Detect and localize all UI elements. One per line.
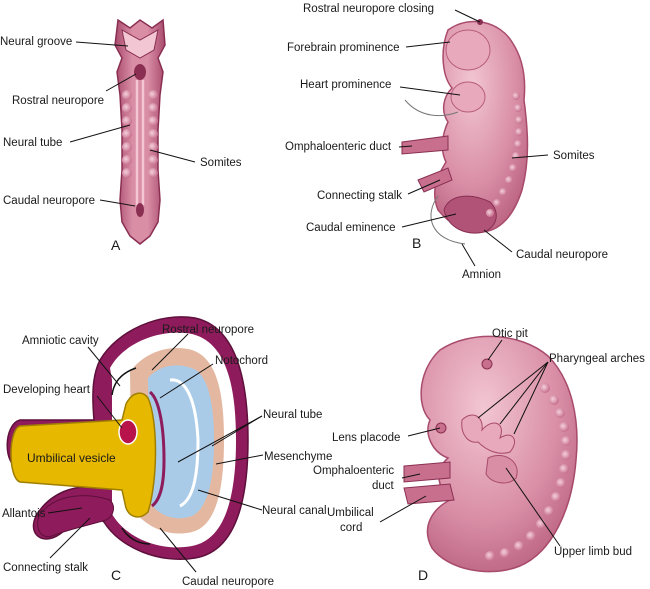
label-otic-pit: Otic pit <box>492 328 529 340</box>
label-heart-prominence: Heart prominence <box>300 79 391 91</box>
panel-b: Rostral neuropore closing Forebrain prom… <box>285 3 608 281</box>
panel-c: Amniotic cavity Rostral neuropore Notoch… <box>2 317 332 588</box>
heart-prominence-shape <box>451 82 485 112</box>
label-rostral-neuropore-a: Rostral neuropore <box>12 95 104 107</box>
leader-neural-tube-a <box>70 125 130 142</box>
label-caudal-neuropore-b: Caudal neuropore <box>516 249 608 261</box>
label-allantois: Allantois <box>2 508 46 520</box>
otic-pit-shape <box>482 359 492 369</box>
label-caudal-eminence: Caudal eminence <box>306 222 396 234</box>
label-omphaloenteric-duct-d-line1: Omphaloenteric <box>313 465 394 477</box>
label-lens-placode: Lens placode <box>332 432 400 444</box>
label-forebrain-prominence: Forebrain prominence <box>287 42 400 54</box>
label-mesenchyme: Mesenchyme <box>264 451 332 463</box>
label-omphaloenteric-duct-d-line2: duct <box>372 480 395 492</box>
leader-umbilical-cord <box>380 496 426 522</box>
label-neural-tube-c: Neural tube <box>263 409 322 421</box>
omphaloenteric-duct-shape-b <box>402 136 448 154</box>
label-neural-tube-a: Neural tube <box>3 137 62 149</box>
panel-letter-d: D <box>418 567 428 583</box>
label-amniotic-cavity: Amniotic cavity <box>22 335 99 347</box>
developing-heart-shape <box>119 420 137 444</box>
rostral-neuropore-shape <box>134 64 146 80</box>
label-connecting-stalk-b: Connecting stalk <box>317 190 402 202</box>
label-upper-limb-bud: Upper limb bud <box>554 546 632 558</box>
label-developing-heart: Developing heart <box>3 384 91 396</box>
panel-d: Otic pit Pharyngeal arches Lens placode … <box>313 328 645 583</box>
panel-letter-c: C <box>111 567 121 583</box>
label-rostral-neuropore-c: Rostral neuropore <box>162 324 254 336</box>
label-connecting-stalk-c: Connecting stalk <box>3 562 88 574</box>
label-caudal-neuropore-a: Caudal neuropore <box>3 195 95 207</box>
lens-placode-shape <box>436 423 446 433</box>
panel-letter-b: B <box>412 235 421 251</box>
label-umbilical-cord-line2: cord <box>340 522 362 534</box>
label-caudal-neuropore-c: Caudal neuropore <box>182 576 274 588</box>
label-amnion: Amnion <box>462 269 501 281</box>
label-rostral-neuropore-closing: Rostral neuropore closing <box>303 3 434 15</box>
caudal-neuropore-shape <box>136 203 144 217</box>
panel-a: Neural groove Rostral neuropore Neural t… <box>0 20 242 253</box>
label-neural-groove: Neural groove <box>0 36 72 48</box>
forebrain-shape <box>446 30 490 70</box>
label-neural-canal: Neural canal <box>262 505 327 517</box>
label-somites-a: Somites <box>200 157 242 169</box>
leader-caudal-neuropore-b <box>484 230 512 252</box>
label-umbilical-vesicle: Umbilical vesicle <box>27 451 116 465</box>
label-omphaloenteric-duct-b: Omphaloenteric duct <box>285 141 392 153</box>
label-notochord: Notochord <box>215 355 268 367</box>
panel-letter-a: A <box>111 237 121 253</box>
umbilical-cord-shape-d <box>404 484 454 504</box>
leader-amnion <box>462 244 475 266</box>
leader-rostral-neuropore-closing <box>455 10 480 22</box>
omphaloenteric-duct-shape-d <box>404 462 450 482</box>
label-somites-b: Somites <box>553 150 595 162</box>
label-pharyngeal-arches: Pharyngeal arches <box>549 353 645 365</box>
label-umbilical-cord-line1: Umbilical <box>327 507 374 519</box>
